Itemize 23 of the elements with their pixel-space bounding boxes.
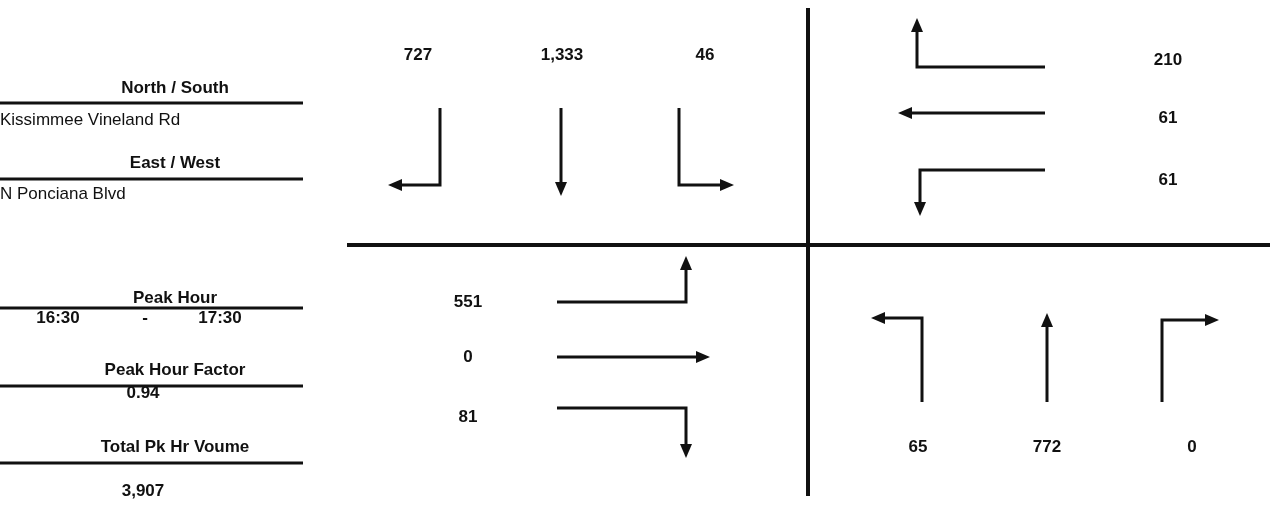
section-heading: Peak Hour [132, 288, 218, 308]
volume-count: 772 [1032, 437, 1062, 457]
volume-count: 0 [463, 347, 473, 367]
street-name: N Ponciana Blvd [0, 184, 126, 204]
volume-count: 65 [908, 437, 928, 457]
volume-count: 81 [458, 407, 478, 427]
section-heading: East / West [129, 153, 221, 173]
volume-count: 1,333 [540, 45, 584, 65]
volume-count: 727 [403, 45, 433, 65]
volume-count: 61 [1158, 170, 1178, 190]
time-value: 17:30 [198, 308, 242, 328]
time-value: 16:30 [36, 308, 80, 328]
street-name: Kissimmee Vineland Rd [0, 110, 181, 130]
section-heading: Total Pk Hr Voume [100, 437, 250, 457]
volume-count: 61 [1158, 108, 1178, 128]
time-separator: - [142, 308, 148, 328]
volume-count: 210 [1153, 50, 1183, 70]
section-heading: North / South [121, 78, 229, 98]
volume-count: 0 [1187, 437, 1197, 457]
total-value: 3,907 [121, 481, 165, 501]
volume-count: 46 [695, 45, 715, 65]
section-heading: Peak Hour Factor [104, 360, 246, 380]
volume-count: 551 [453, 292, 483, 312]
